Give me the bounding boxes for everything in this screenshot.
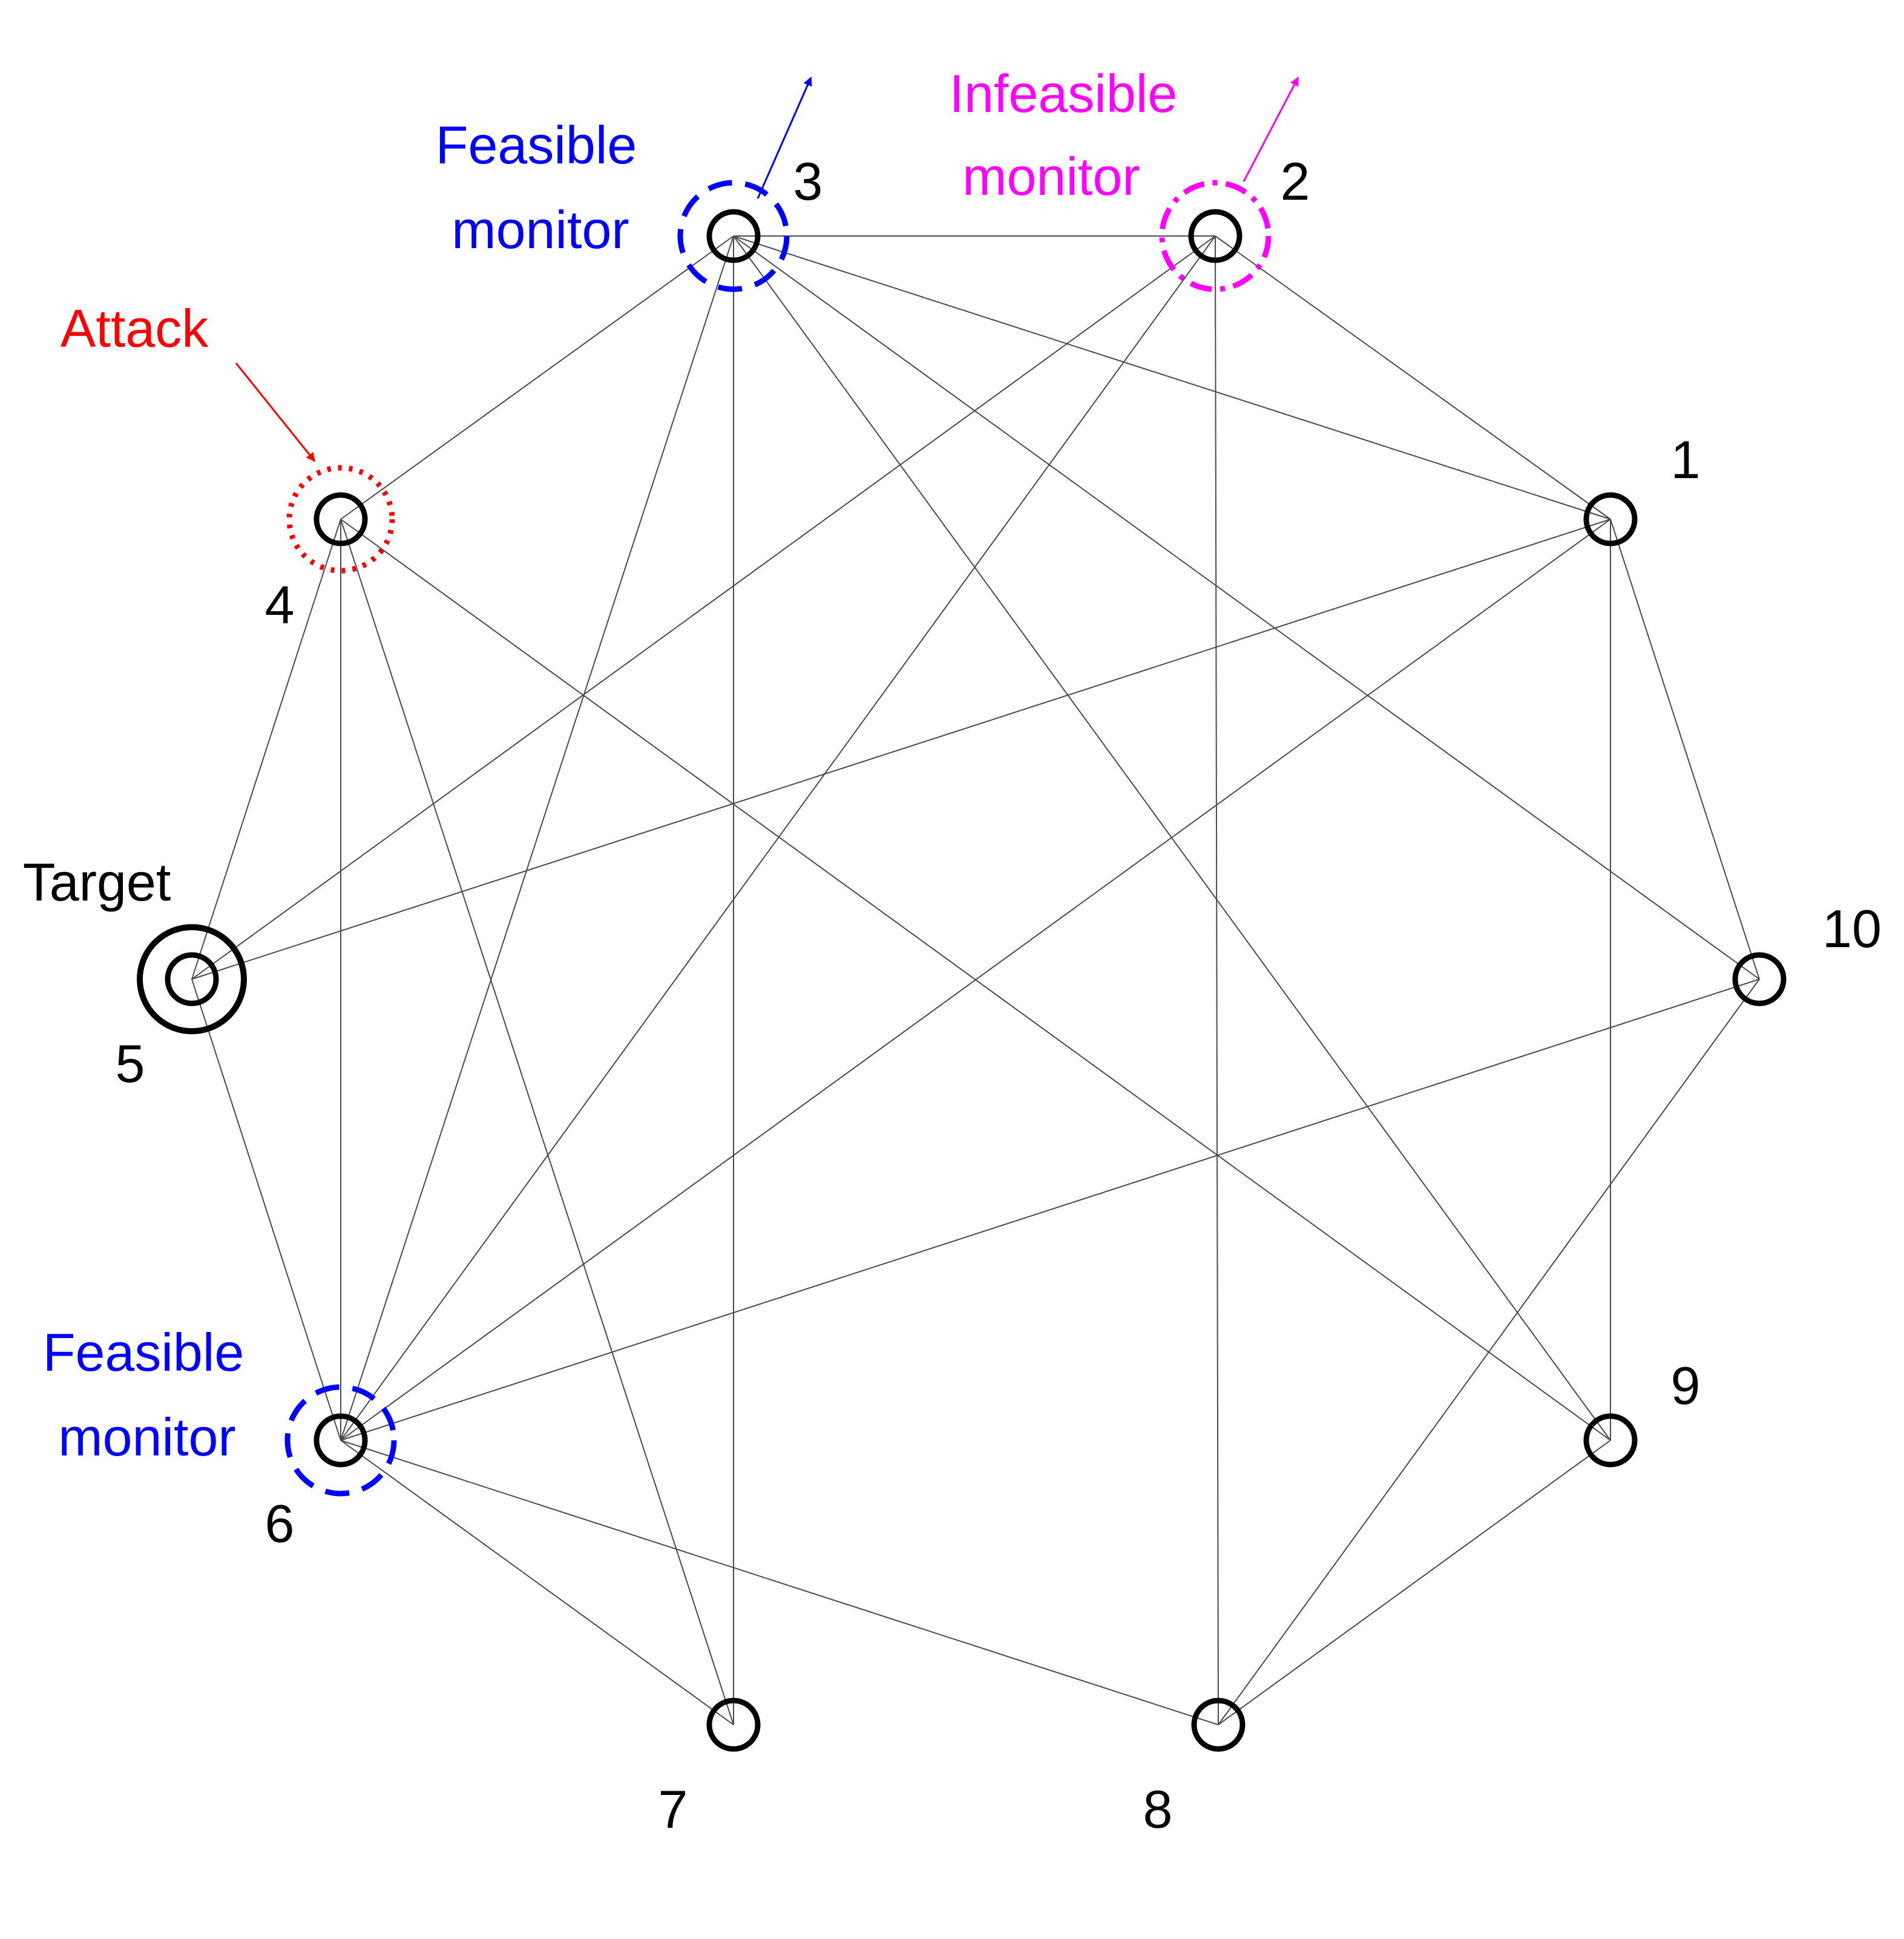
node-label-6: 6 bbox=[265, 1494, 295, 1553]
infeasible-monitor-2-arrow bbox=[1243, 76, 1299, 182]
edge-8-9 bbox=[1218, 1440, 1611, 1725]
attack-arrow bbox=[235, 363, 316, 462]
edge-4-5 bbox=[191, 519, 341, 980]
edge-6-10 bbox=[340, 979, 1760, 1441]
node-1 bbox=[1583, 492, 1638, 546]
node-label-8: 8 bbox=[1143, 1779, 1173, 1839]
node-3 bbox=[706, 209, 761, 263]
feasible-monitor-3-line-2: monitor bbox=[451, 200, 629, 260]
feasible-monitor-3-line-1: Feasible bbox=[436, 115, 637, 175]
node-label-3: 3 bbox=[793, 151, 823, 211]
edge-6-7 bbox=[340, 1440, 734, 1725]
edge-5-6 bbox=[191, 979, 341, 1441]
edge-4-7 bbox=[340, 519, 734, 1725]
node-label-10: 10 bbox=[1822, 899, 1882, 959]
node-4 bbox=[314, 492, 368, 546]
edge-2-8 bbox=[1215, 235, 1219, 1725]
edge-3-6 bbox=[340, 235, 734, 1441]
node-label-7: 7 bbox=[658, 1779, 688, 1839]
edge-3-9 bbox=[733, 235, 1611, 1441]
edge-6-8 bbox=[340, 1440, 1219, 1725]
edge-1-5 bbox=[191, 519, 1611, 980]
edge-4-9 bbox=[340, 519, 1611, 1441]
node-7 bbox=[706, 1698, 761, 1752]
infeasible-monitor-2-line-1: Infeasible bbox=[950, 64, 1178, 123]
node-2 bbox=[1188, 209, 1243, 263]
edge-8-10 bbox=[1218, 979, 1760, 1725]
attack-ring bbox=[286, 465, 395, 574]
node-label-2: 2 bbox=[1281, 151, 1310, 211]
target-ring bbox=[137, 924, 247, 1034]
infeasible-monitor-2-ring bbox=[1159, 180, 1272, 292]
edge-2-1 bbox=[1215, 235, 1611, 520]
feasible-monitor-3-arrow bbox=[757, 76, 812, 199]
feasible-monitor-6-annotation: Feasible monitor bbox=[43, 1322, 397, 1497]
feasible-monitor-6-ring bbox=[284, 1384, 397, 1497]
node-label-1: 1 bbox=[1671, 430, 1701, 490]
feasible-monitor-6-line-1: Feasible bbox=[43, 1322, 245, 1382]
node-5 bbox=[165, 952, 219, 1006]
target-annotation: Target bbox=[23, 852, 247, 1034]
edge-3-1 bbox=[733, 235, 1611, 520]
infeasible-monitor-2-annotation: Infeasible monitor bbox=[950, 64, 1299, 292]
edge-3-10 bbox=[733, 235, 1760, 980]
node-8 bbox=[1191, 1698, 1246, 1752]
nodes: 1 2 3 4 5 6 7 8 9 10 bbox=[116, 151, 1882, 1839]
node-6 bbox=[314, 1413, 368, 1468]
attack-annotation: Attack bbox=[61, 298, 395, 574]
node-label-4: 4 bbox=[265, 575, 295, 635]
feasible-monitor-3-ring bbox=[677, 180, 790, 292]
node-10 bbox=[1732, 952, 1787, 1006]
infeasible-monitor-2-line-2: monitor bbox=[962, 146, 1140, 206]
node-label-9: 9 bbox=[1671, 1356, 1701, 1416]
node-label-5: 5 bbox=[116, 1034, 145, 1094]
edge-2-5 bbox=[191, 235, 1216, 980]
node-9 bbox=[1583, 1413, 1638, 1468]
edge-1-10 bbox=[1610, 519, 1760, 980]
attack-label: Attack bbox=[61, 298, 209, 358]
feasible-monitor-3-annotation: Feasible monitor bbox=[436, 76, 812, 292]
feasible-monitor-6-line-2: monitor bbox=[58, 1407, 235, 1467]
target-label: Target bbox=[23, 852, 171, 912]
edges bbox=[191, 235, 1760, 1725]
edge-3-4 bbox=[340, 235, 734, 520]
edge-2-6 bbox=[340, 235, 1216, 1441]
